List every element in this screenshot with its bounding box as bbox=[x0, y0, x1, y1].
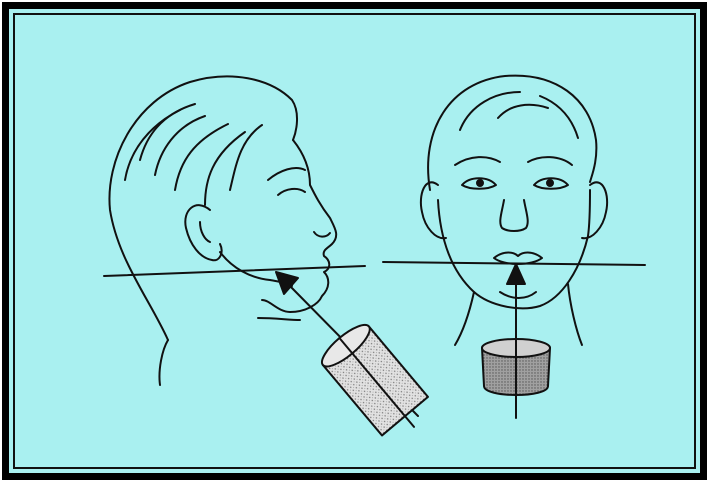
frontal-pupil-left bbox=[477, 180, 483, 186]
frontal-pupil-right bbox=[547, 180, 553, 186]
x-ray-cylinder-right bbox=[482, 338, 550, 398]
